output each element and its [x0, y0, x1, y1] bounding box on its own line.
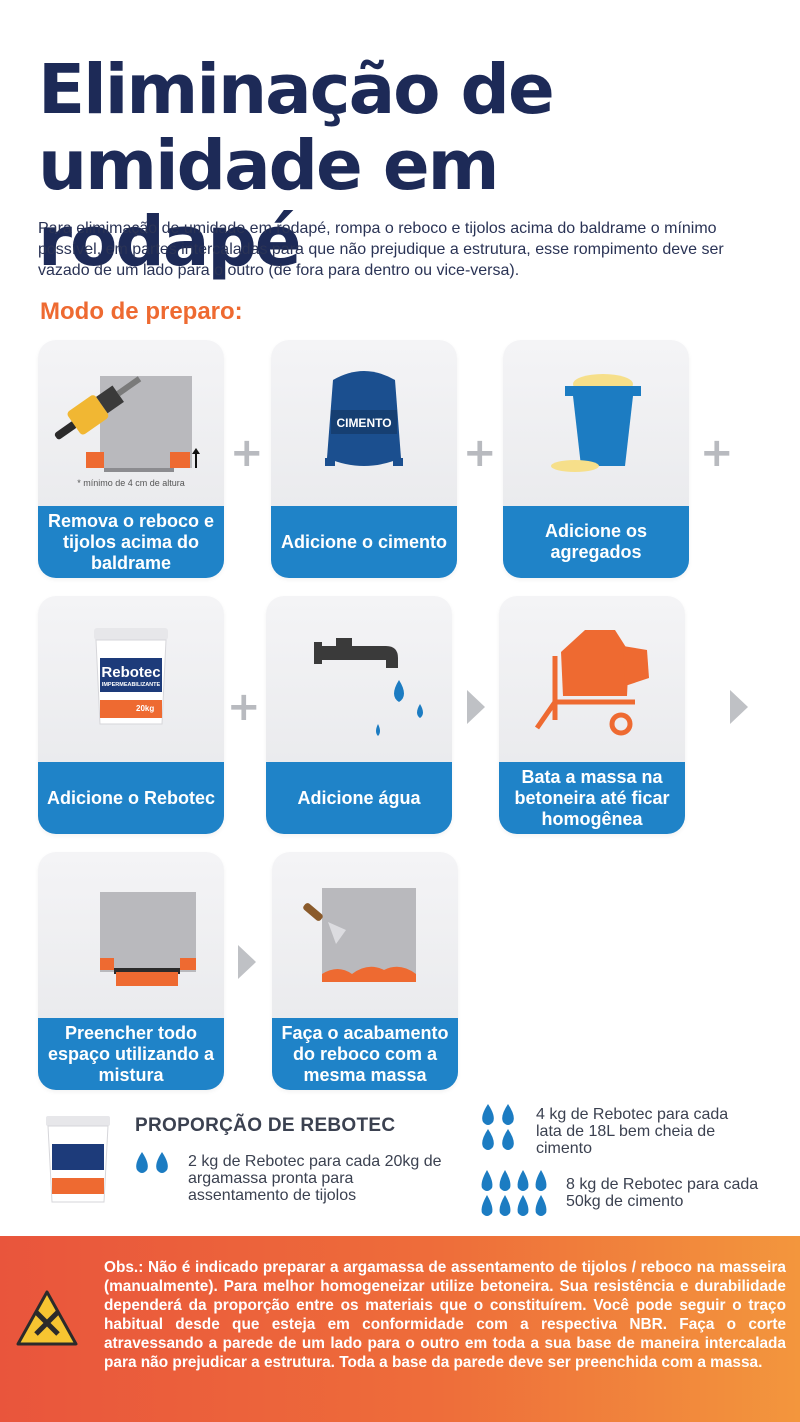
title-line-1: Eliminação de [38, 50, 555, 130]
arrow-right-icon [730, 690, 748, 724]
step-7-caption: Preencher todo espaço utilizando a mistu… [38, 1018, 224, 1090]
step-3-caption: Adicione os agregados [503, 506, 689, 578]
rebotec-bucket-small-icon [46, 1116, 110, 1203]
section-label: Modo de preparo: [40, 298, 243, 325]
step-card-8: Faça o acabamento do reboco com a mesma … [272, 852, 458, 1090]
plus-sign: + [463, 430, 497, 476]
plus-sign: + [700, 430, 734, 476]
jackhammer-icon [54, 376, 200, 472]
step-2-caption: Adicione o cimento [271, 506, 457, 578]
arrow-right-icon [467, 690, 485, 724]
cement-bag-icon [325, 371, 403, 466]
step-card-7: Preencher todo espaço utilizando a mistu… [38, 852, 224, 1090]
bucket-sand-icon [551, 374, 641, 472]
rebotec-subtitle: IMPERMEABILIZANTE [101, 682, 161, 688]
concrete-mixer-icon [534, 630, 649, 736]
step-1-note: * mínimo de 4 cm de altura [77, 478, 185, 488]
step-1-caption: Remova o reboco e tijolos acima do baldr… [38, 506, 224, 578]
step-5-caption: Adicione água [266, 762, 452, 834]
step-8-caption: Faça o acabamento do reboco com a mesma … [272, 1018, 458, 1090]
step-card-5: Adicione água [266, 596, 452, 834]
trowel-icon [303, 888, 416, 982]
cement-bag-label: CIMENTO [336, 416, 392, 430]
title-line-2: umidade em rodapé [38, 126, 500, 282]
step-card-4: Rebotec IMPERMEABILIZANTE 20kg Adicione … [38, 596, 224, 834]
water-drops-4-icon [482, 1104, 514, 1150]
arrow-right-icon [238, 945, 256, 979]
water-drops-8-icon [481, 1170, 547, 1216]
rebotec-brand: Rebotec [101, 664, 161, 681]
intro-text: Para elimimação de umidade em rodapé, ro… [38, 220, 724, 279]
proportion-item-2: 4 kg de Rebotec para cada lata de 18L be… [536, 1106, 729, 1157]
wall-fill-icon [100, 892, 196, 986]
warning-tools-icon [16, 1290, 78, 1346]
plus-sign: + [227, 684, 261, 730]
water-drops-2-icon [136, 1152, 168, 1173]
water-tap-icon [314, 638, 423, 736]
step-6-caption: Bata a massa na betoneira até ficar homo… [499, 762, 685, 834]
rebotec-weight: 20kg [136, 704, 155, 713]
proportion-item-3: 8 kg de Rebotec para cada 50kg de ciment… [566, 1176, 759, 1210]
step-card-3: Adicione os agregados [503, 340, 689, 578]
step-card-2: CIMENTO Adicione o cimento [271, 340, 457, 578]
observation-text: Obs.: Não é indicado preparar a argamass… [104, 1259, 786, 1371]
proportion-title: PROPORÇÃO DE REBOTEC [135, 1115, 396, 1136]
proportion-item-1: 2 kg de Rebotec para cada 20kg de argama… [188, 1153, 442, 1204]
rebotec-bucket-icon [94, 628, 168, 725]
page-title: Eliminação de umidade em rodapé [38, 52, 778, 280]
step-4-caption: Adicione o Rebotec [38, 762, 224, 834]
step-card-6: Bata a massa na betoneira até ficar homo… [499, 596, 685, 834]
observation-banner: Obs.: Não é indicado preparar a argamass… [0, 1236, 800, 1422]
plus-sign: + [230, 430, 264, 476]
step-card-1: * mínimo de 4 cm de altura Remova o rebo… [38, 340, 224, 578]
